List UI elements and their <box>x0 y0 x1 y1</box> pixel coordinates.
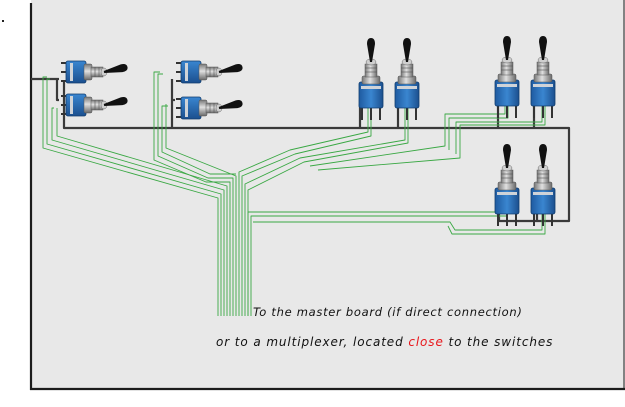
caption-highlight-close: close <box>408 335 444 349</box>
panel-background <box>31 0 625 390</box>
stray-dot <box>2 20 4 22</box>
signal-wires <box>42 71 546 316</box>
caption-master-board-text: To the master board (if direct connectio… <box>253 305 523 319</box>
panel-frame <box>29 0 625 391</box>
caption-multiplexer-end: to the switches <box>443 335 554 349</box>
caption-multiplexer-start: or to a multiplexer, located <box>216 335 409 349</box>
caption-multiplexer: or to a multiplexer, located close to th… <box>216 335 553 349</box>
caption-master-board: To the master board (if direct connectio… <box>253 305 523 319</box>
